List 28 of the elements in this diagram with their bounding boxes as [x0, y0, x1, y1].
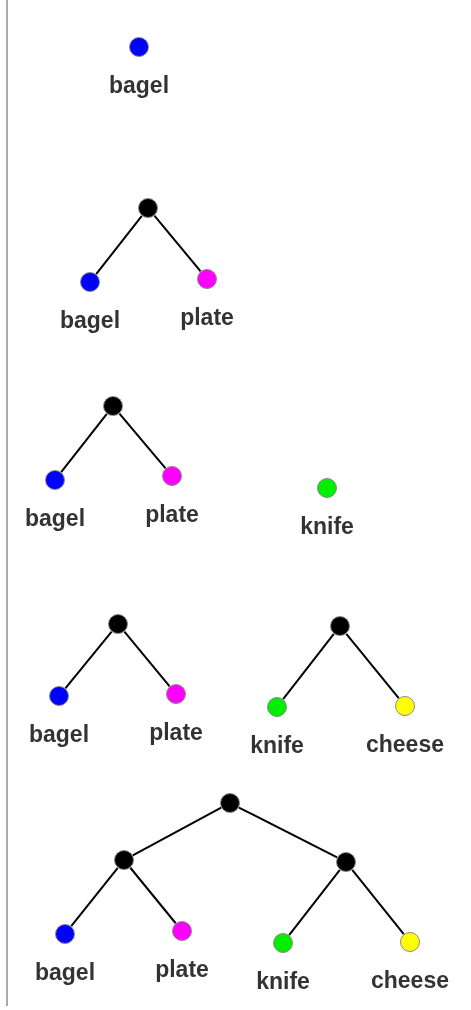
- node-label: plate: [155, 956, 209, 983]
- tree-edge: [131, 806, 223, 857]
- tree-edge: [153, 214, 202, 273]
- tree-edge: [282, 632, 335, 701]
- tree-edge: [237, 806, 339, 859]
- node-label: bagel: [24, 505, 86, 532]
- tree-edge: [351, 868, 405, 936]
- node-label: knife: [256, 968, 310, 995]
- tree-edge: [129, 866, 177, 925]
- node-label: bagel: [108, 72, 170, 99]
- node-label: plate: [145, 501, 199, 528]
- node-label: knife: [300, 513, 354, 540]
- tree-edge: [95, 214, 143, 276]
- tree-edge: [64, 630, 113, 690]
- node-label: bagel: [34, 959, 96, 986]
- node-label: cheese: [366, 731, 444, 758]
- tree-edge: [123, 630, 171, 688]
- node-label: cheese: [371, 967, 449, 994]
- tree-edge: [60, 412, 108, 474]
- tree-edge: [70, 866, 119, 928]
- tree-edge: [288, 868, 341, 937]
- tree-edge: [118, 412, 167, 470]
- node-label: plate: [180, 304, 234, 331]
- node-label: bagel: [28, 721, 90, 748]
- node-label: bagel: [59, 307, 121, 334]
- node-label: plate: [149, 719, 203, 746]
- tree-edge: [345, 632, 400, 700]
- node-label: knife: [250, 732, 304, 759]
